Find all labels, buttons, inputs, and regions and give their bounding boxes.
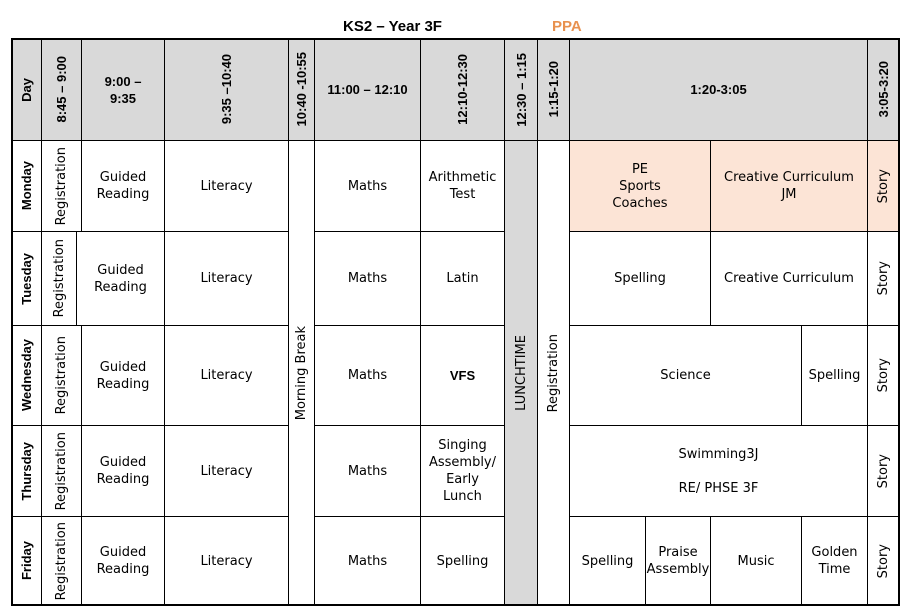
thursday-1210: Singing Assembly/ Early Lunch	[420, 425, 505, 517]
header-0935-label: 9:35 –10:40	[219, 54, 234, 125]
friday-guided-reading: Guided Reading	[81, 516, 165, 606]
tuesday-creative: Creative Curriculum	[710, 231, 868, 326]
friday-registration: Registration	[41, 516, 82, 606]
header-1230: 12:30 – 1:15	[504, 38, 538, 141]
header-0115-label: 1:15-1:20	[546, 61, 561, 118]
thursday-swimming: Swimming3J RE/ PHSE 3F	[569, 425, 868, 517]
tuesday-registration: Registration	[41, 231, 77, 326]
friday-spelling: Spelling	[569, 516, 646, 606]
friday-story-label: Story	[876, 543, 891, 579]
friday-story: Story	[867, 516, 900, 606]
header-0935: 9:35 –10:40	[164, 38, 289, 141]
tuesday-guided-reading: Guided Reading	[76, 231, 165, 326]
monday-creative: Creative Curriculum JM	[710, 140, 868, 232]
day-wednesday: Wednesday	[11, 325, 42, 426]
tuesday-spelling: Spelling	[569, 231, 711, 326]
tuesday-story: Story	[867, 231, 900, 326]
day-tuesday-label: Tuesday	[19, 252, 34, 305]
header-1040-label: 10:40 -10:55	[294, 52, 309, 127]
monday-1210: Arithmetic Test	[420, 140, 505, 232]
monday-maths: Maths	[314, 140, 421, 232]
tuesday-story-label: Story	[876, 261, 891, 296]
thursday-registration: Registration	[41, 425, 82, 517]
monday-story: Story	[867, 140, 900, 232]
header-0120: 1:20-3:05	[569, 38, 868, 141]
monday-story-label: Story	[876, 168, 891, 204]
thursday-story-label: Story	[876, 453, 891, 489]
ppa-label: PPA	[552, 18, 582, 35]
wednesday-science: Science	[569, 325, 802, 426]
monday-pe: PE Sports Coaches	[569, 140, 711, 232]
friday-music: Music	[710, 516, 802, 606]
wednesday-story: Story	[867, 325, 900, 426]
header-day-label: Day	[19, 77, 34, 102]
header-1210-label: 12:10-12:30	[455, 54, 470, 125]
day-thursday-label: Thursday	[19, 441, 34, 501]
header-1100: 11:00 – 12:10	[314, 38, 421, 141]
header-0305-label: 3:05-3:20	[876, 61, 891, 118]
header-1040: 10:40 -10:55	[288, 38, 315, 141]
thursday-maths: Maths	[314, 425, 421, 517]
thursday-registration-label: Registration	[54, 431, 69, 511]
header-0115: 1:15-1:20	[537, 38, 570, 141]
friday-literacy: Literacy	[164, 516, 289, 606]
day-monday-label: Monday	[19, 161, 34, 211]
header-day: Day	[11, 38, 42, 141]
header-0845-label: 8:45 – 9:00	[54, 56, 69, 123]
wednesday-spelling: Spelling	[801, 325, 868, 426]
monday-registration-label: Registration	[54, 146, 69, 226]
monday-literacy: Literacy	[164, 140, 289, 232]
header-0305: 3:05-3:20	[867, 38, 900, 141]
tuesday-1210: Latin	[420, 231, 505, 326]
registration-pm: Registration	[537, 140, 570, 606]
wednesday-literacy: Literacy	[164, 325, 289, 426]
day-thursday: Thursday	[11, 425, 42, 517]
wednesday-maths: Maths	[314, 325, 421, 426]
tuesday-registration-label: Registration	[51, 239, 67, 318]
friday-praise-assembly: Praise Assembly	[645, 516, 711, 606]
wednesday-registration-label: Registration	[54, 336, 69, 415]
friday-maths: Maths	[314, 516, 421, 606]
header-1210: 12:10-12:30	[420, 38, 505, 141]
lunchtime-label: LUNCHTIME	[513, 335, 529, 411]
day-monday: Monday	[11, 140, 42, 232]
monday-guided-reading: Guided Reading	[81, 140, 165, 232]
lunchtime: LUNCHTIME	[504, 140, 538, 606]
friday-registration-label: Registration	[54, 521, 69, 601]
friday-golden-time: Golden Time	[801, 516, 868, 606]
header-0900: 9:00 – 9:35	[81, 38, 165, 141]
thursday-literacy: Literacy	[164, 425, 289, 517]
tuesday-maths: Maths	[314, 231, 421, 326]
wednesday-1210: VFS	[420, 325, 505, 426]
day-wednesday-label: Wednesday	[19, 339, 34, 412]
page-title: KS2 – Year 3F	[343, 18, 442, 35]
friday-1210: Spelling	[420, 516, 505, 606]
morning-break: Morning Break	[288, 140, 315, 606]
day-friday: Friday	[11, 516, 42, 606]
morning-break-label: Morning Break	[294, 325, 309, 421]
registration-pm-label: Registration	[546, 333, 561, 413]
monday-registration: Registration	[41, 140, 82, 232]
wednesday-registration: Registration	[41, 325, 82, 426]
header-1230-label: 12:30 – 1:15	[513, 52, 529, 127]
day-tuesday: Tuesday	[11, 231, 42, 326]
wednesday-guided-reading: Guided Reading	[81, 325, 165, 426]
wednesday-story-label: Story	[876, 358, 891, 393]
thursday-story: Story	[867, 425, 900, 517]
tuesday-literacy: Literacy	[164, 231, 289, 326]
header-0845: 8:45 – 9:00	[41, 38, 82, 141]
thursday-guided-reading: Guided Reading	[81, 425, 165, 517]
day-friday-label: Friday	[19, 541, 34, 581]
